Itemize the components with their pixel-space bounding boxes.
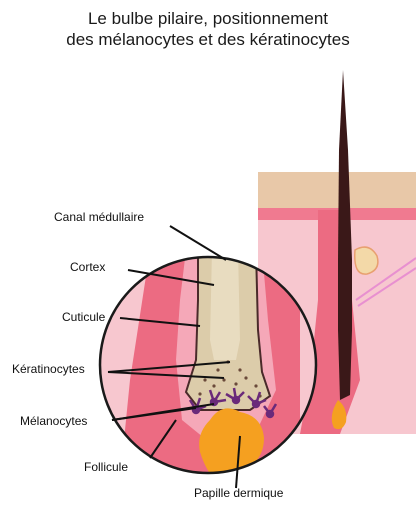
label-cuticule: Cuticule (62, 310, 105, 324)
label-cortex: Cortex (70, 260, 105, 274)
pointer-canal (170, 226, 226, 260)
skin-surface (258, 172, 416, 210)
sebaceous-gland (355, 247, 378, 274)
medulla (210, 250, 240, 360)
hair-shaft (338, 70, 352, 400)
label-canal-medullaire: Canal médullaire (54, 210, 144, 224)
label-melanocytes: Mélanocytes (20, 414, 87, 428)
label-follicule: Follicule (84, 460, 128, 474)
label-keratinocytes: Kératinocytes (12, 362, 85, 376)
label-papille-dermique: Papille dermique (194, 486, 283, 500)
